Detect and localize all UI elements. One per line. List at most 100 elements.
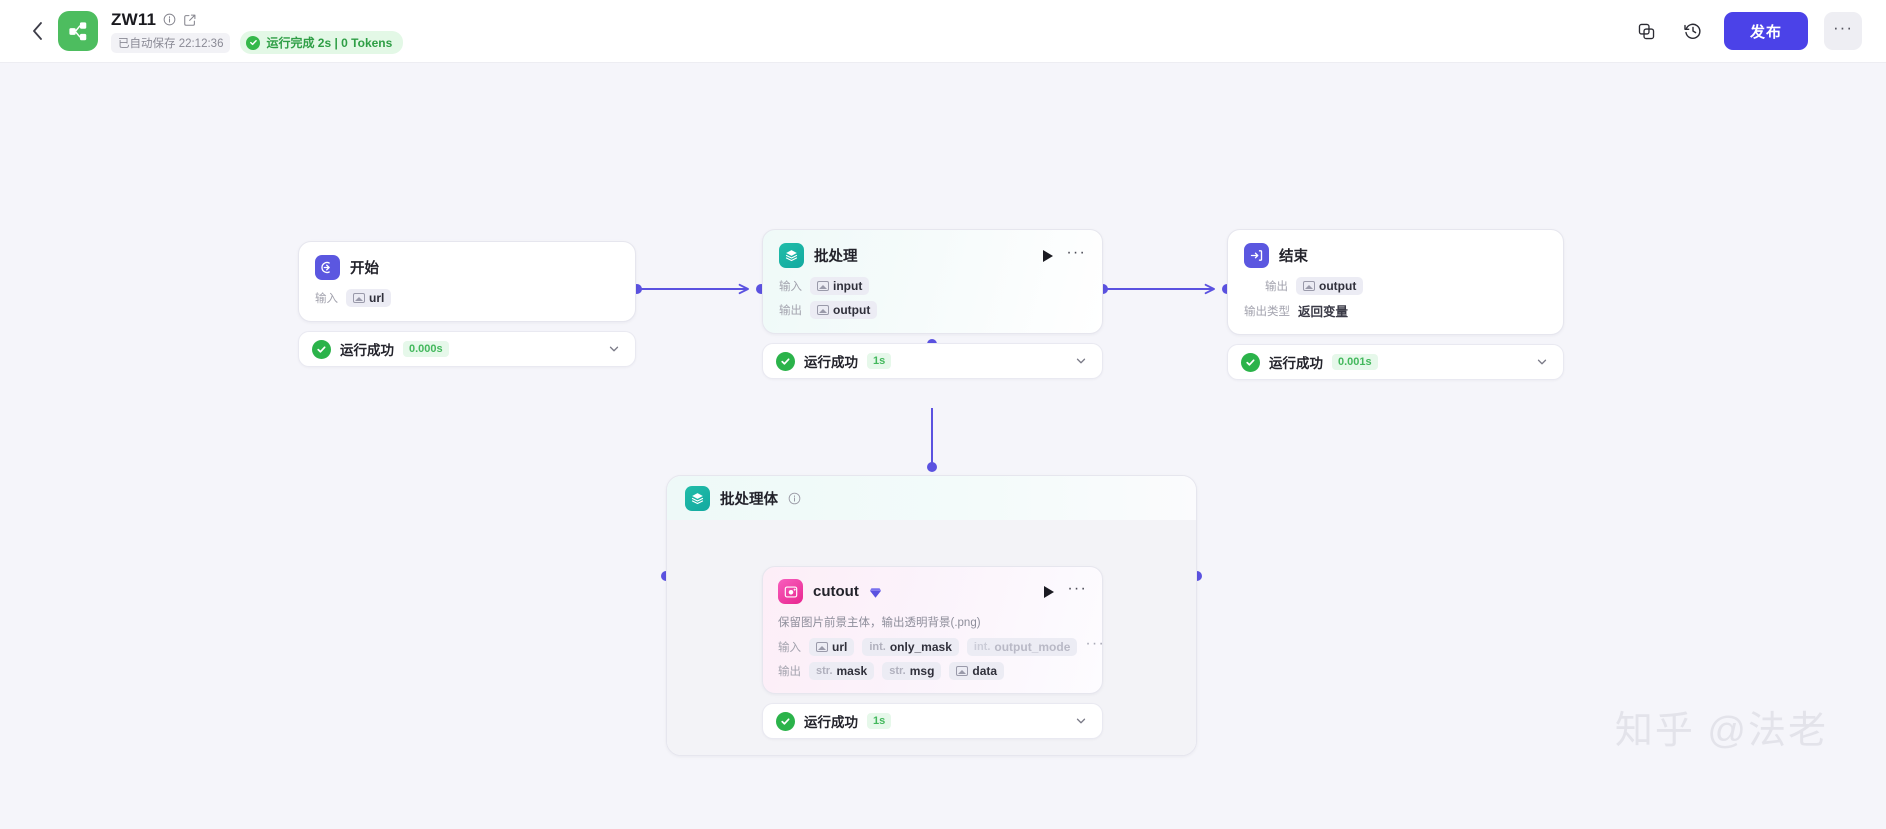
publish-button[interactable]: 发布: [1723, 12, 1808, 50]
node-batch-actions: ···: [1043, 243, 1086, 262]
play-icon[interactable]: [1043, 249, 1054, 262]
node-start[interactable]: 开始 输入 url 运行成功 0.000s: [298, 241, 636, 367]
node-end-outtype-row: 输出类型 返回变量: [1244, 301, 1547, 320]
node-start-card[interactable]: 开始 输入 url: [298, 241, 636, 322]
chip-label: msg: [909, 664, 935, 678]
node-batch-status[interactable]: 运行成功 1s: [762, 343, 1103, 379]
check-circle-icon: [776, 711, 795, 731]
chip-type: str.: [889, 665, 906, 677]
node-start-title: 开始: [350, 261, 379, 277]
node-cutout[interactable]: cutout ··· 保留图片前景主体，输出透明背景(.png) 输入: [762, 566, 1104, 739]
chip-label: data: [972, 664, 998, 678]
input-label: 输入: [778, 642, 801, 654]
chip-label: output: [833, 303, 871, 317]
autosave-status: 已自动保存 22:12:36: [111, 32, 231, 53]
status-time: 1s: [867, 713, 892, 729]
node-end-header: 结束: [1244, 243, 1547, 268]
status-time: 0.000s: [403, 341, 449, 357]
node-batch[interactable]: 批处理 ··· 输入 input 输出 output: [762, 229, 1103, 379]
watermark: 知乎 @法老: [1614, 710, 1828, 752]
output-type-value: 返回变量: [1298, 305, 1349, 319]
input-chip-output-mode[interactable]: int. output_mode: [966, 638, 1078, 656]
image-type-icon: [816, 642, 828, 652]
node-cutout-input-row: 输入 url int. only_mask int. output_mode ·…: [778, 636, 1104, 656]
input-chip-url[interactable]: url: [346, 289, 392, 307]
output-label: 输出: [779, 305, 802, 317]
input-chip-url[interactable]: url: [809, 638, 855, 656]
node-cutout-output-row: 输出 str. mask str. msg data: [778, 662, 1087, 680]
output-chip-msg[interactable]: str. msg: [882, 662, 942, 680]
status-time: 0.001s: [1332, 354, 1378, 370]
cutout-sparkle-icon: [778, 579, 803, 604]
ellipsis-icon[interactable]: ···: [1067, 579, 1087, 597]
page-title: ZW11: [111, 9, 157, 29]
app-header: ZW11 已自动保存 22:12:36 运行完成 2s | 0: [0, 0, 1886, 63]
node-cutout-header: cutout ···: [778, 579, 1087, 604]
node-end-card[interactable]: 结束 输出 output 输出类型 返回变量: [1227, 229, 1564, 335]
input-label: 输入: [779, 281, 802, 293]
workflow-canvas[interactable]: 开始 输入 url 运行成功 0.000s: [0, 63, 1886, 829]
status-text: 运行成功: [1269, 356, 1323, 371]
status-text: 运行成功: [340, 343, 394, 358]
chevron-left-icon: [32, 22, 42, 40]
group-batch-body-header: 批处理体: [667, 476, 1196, 520]
clock-history-icon[interactable]: [1678, 16, 1708, 46]
chevron-down-icon[interactable]: [1074, 714, 1088, 728]
app-logo: [58, 11, 98, 51]
node-start-status[interactable]: 运行成功 0.000s: [298, 331, 636, 367]
input-chip-only-mask[interactable]: int. only_mask: [862, 638, 959, 656]
node-batch-title: 批处理: [814, 249, 858, 265]
end-arrow-icon: [1244, 243, 1269, 268]
node-start-header: 开始: [315, 255, 619, 280]
edit-square-icon[interactable]: [183, 13, 197, 27]
info-circle-icon[interactable]: [788, 492, 801, 505]
more-options-button[interactable]: ···: [1824, 12, 1862, 50]
image-type-icon: [1303, 281, 1315, 291]
header-actions: 发布 ···: [1632, 12, 1862, 50]
node-batch-output-row: 输出 output: [779, 301, 1086, 319]
output-chip-mask[interactable]: str. mask: [809, 662, 875, 680]
image-type-icon: [817, 305, 829, 315]
chip-type: str.: [816, 665, 833, 677]
group-batch-body-title: 批处理体: [720, 491, 778, 508]
status-time: 1s: [867, 353, 892, 369]
output-chip-data[interactable]: data: [949, 662, 1005, 680]
node-end-title: 结束: [1279, 249, 1308, 265]
node-batch-card[interactable]: 批处理 ··· 输入 input 输出 output: [762, 229, 1103, 334]
image-type-icon: [956, 666, 969, 676]
chip-type: int.: [973, 641, 991, 653]
run-status-badge: 运行完成 2s | 0 Tokens: [240, 31, 404, 54]
node-batch-header: 批处理 ···: [779, 243, 1086, 268]
chip-label: input: [833, 279, 863, 293]
node-cutout-status[interactable]: 运行成功 1s: [762, 703, 1103, 739]
title-row: ZW11: [111, 9, 403, 30]
chip-label: only_mask: [889, 640, 952, 654]
output-chip-output[interactable]: output: [810, 301, 878, 319]
info-circle-icon[interactable]: [163, 13, 176, 26]
chevron-down-icon[interactable]: [1535, 355, 1549, 369]
node-end-status[interactable]: 运行成功 0.001s: [1227, 344, 1564, 380]
status-text: 运行成功: [804, 355, 858, 370]
image-type-icon: [817, 281, 829, 291]
input-chip-input[interactable]: input: [810, 277, 870, 295]
back-button[interactable]: [24, 18, 50, 44]
share-nodes-logo-icon: [68, 21, 86, 40]
output-label: 输出: [1265, 281, 1288, 293]
node-batch-input-row: 输入 input: [779, 277, 1086, 295]
gem-icon: [869, 586, 882, 598]
ellipsis-icon[interactable]: ···: [1066, 243, 1086, 261]
group-batch-body[interactable]: 批处理体: [666, 475, 1197, 756]
node-cutout-card[interactable]: cutout ··· 保留图片前景主体，输出透明背景(.png) 输入: [762, 566, 1104, 694]
duplicate-icon[interactable]: [1632, 16, 1662, 46]
check-circle-icon: [776, 351, 795, 371]
inputs-overflow-ellipsis-icon[interactable]: ···: [1085, 635, 1105, 652]
play-icon[interactable]: [1044, 585, 1055, 598]
check-circle-icon: [1241, 352, 1260, 372]
node-end[interactable]: 结束 输出 output 输出类型 返回变量 运行成功 0.001s: [1227, 229, 1564, 380]
output-chip-output[interactable]: output: [1296, 277, 1364, 295]
node-start-input-row: 输入 url: [315, 289, 619, 307]
node-cutout-title: cutout: [813, 583, 859, 600]
status-text: 运行成功: [804, 715, 858, 730]
chevron-down-icon[interactable]: [1074, 354, 1088, 368]
chevron-down-icon[interactable]: [607, 342, 621, 356]
